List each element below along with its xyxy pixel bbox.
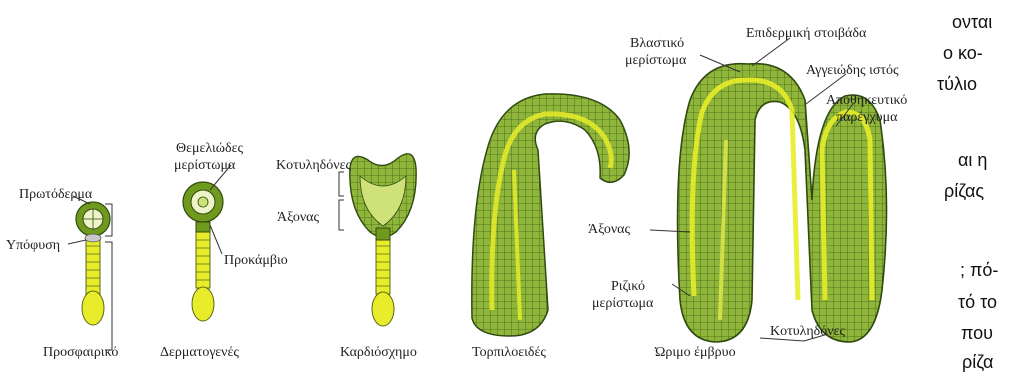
label-root-meristem-1: Ριζικό [611, 279, 645, 294]
label-ground-meristem-1: Θεμελιώδες [176, 141, 243, 156]
label-protoderm: Πρωτόδερμα [19, 187, 93, 202]
embryo-development-diagram: Προσφαιρικό Δερματογενές Καρδιόσχημο Τορ… [0, 0, 1017, 365]
label-axis-heart: Άξονας [277, 210, 319, 225]
side-text-line: αι η [958, 150, 987, 171]
label-storage-parenchyma-1: Αποθηκευτικό [826, 93, 907, 108]
label-root-meristem-2: μερίστωμα [592, 296, 654, 311]
label-shoot-meristem-2: μερίστωμα [625, 53, 687, 68]
label-shoot-meristem-1: Βλαστικό [630, 36, 684, 51]
hypophysis [85, 234, 101, 242]
label-ground-meristem-2: μερίστωμα [174, 158, 236, 173]
label-cotyledons-mature: Κοτυληδόνες [770, 324, 845, 339]
label-storage-parenchyma-2: παρέγχυμα [836, 110, 898, 125]
stage-dermatogen [183, 182, 223, 321]
stage-label: Ώριμο έμβρυο [654, 345, 736, 360]
stage-label: Τορπιλοειδές [472, 345, 546, 360]
side-text-line: ; πό- [960, 260, 998, 281]
stage-label: Προσφαιρικό [43, 345, 118, 360]
side-text-line: ο κο- [943, 43, 983, 64]
label-cotyledons-heart: Κοτυληδόνες [276, 158, 351, 173]
stage-label: Δερματογενές [160, 345, 239, 360]
side-text-line: που [961, 323, 993, 344]
side-text-line: τύλιο [937, 74, 977, 95]
side-text-line: τό το [958, 292, 997, 313]
label-hypophysis: Υπόφυση [6, 238, 60, 253]
label-axis-mature: Άξονας [588, 222, 630, 237]
side-text-line: ονται [952, 12, 992, 33]
side-text-line: ρίζα [962, 352, 993, 373]
stage-globular [76, 202, 110, 325]
side-text-line: ρίζας [944, 181, 984, 202]
label-vascular-tissue: Αγγειώδης ιστός [806, 63, 899, 78]
stage-heart [339, 154, 416, 326]
label-procambium: Προκάμβιο [224, 253, 288, 268]
stage-label: Καρδιόσχημο [340, 345, 417, 360]
basal-cell [82, 291, 104, 325]
label-epidermis: Επιδερμική στοιβάδα [746, 26, 867, 41]
